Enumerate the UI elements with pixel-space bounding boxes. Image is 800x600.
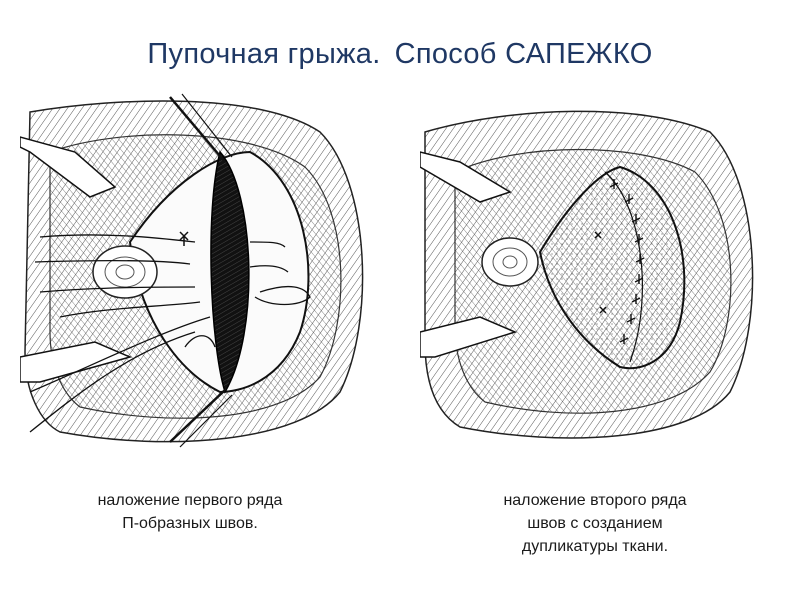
caption-left: наложение первого ряда П-образных швов.	[30, 489, 350, 535]
caption-left-line-1: наложение первого ряда	[97, 492, 283, 509]
umbilicus	[481, 237, 539, 287]
hernia-defect	[210, 150, 250, 394]
retractor-bottom	[20, 341, 133, 383]
clamp-top	[169, 96, 226, 163]
illustration-first-row-sutures	[20, 92, 380, 452]
umbilicus	[92, 245, 158, 299]
caption-right-line-1: наложение второго ряда	[503, 492, 687, 509]
caption-right-line-3: дупликатуры ткани.	[521, 538, 669, 555]
retractor-top	[20, 136, 117, 198]
surgical-drawing-left	[20, 93, 364, 448]
second-row-sutures	[594, 179, 645, 344]
illustration-second-row-sutures	[420, 92, 780, 452]
title-part-2: Способ САПЕЖКО	[394, 38, 653, 70]
page-title: Пупочная грыжа. Способ САПЕЖКО	[0, 38, 800, 71]
title-part-1: Пупочная грыжа.	[147, 38, 381, 70]
retractor-bottom	[420, 316, 518, 358]
caption-right-line-2: швов с созданием	[527, 515, 663, 532]
retractor-top	[420, 151, 512, 203]
u-shaped-sutures	[29, 234, 311, 433]
caption-right: наложение второго ряда швов с созданием …	[430, 489, 760, 558]
tissue-duplicature	[538, 165, 686, 370]
knot-mark	[179, 231, 189, 246]
clamp-bottom	[169, 389, 226, 443]
caption-left-line-2: П-образных швов.	[122, 515, 258, 532]
surgical-drawing-right	[420, 110, 754, 439]
